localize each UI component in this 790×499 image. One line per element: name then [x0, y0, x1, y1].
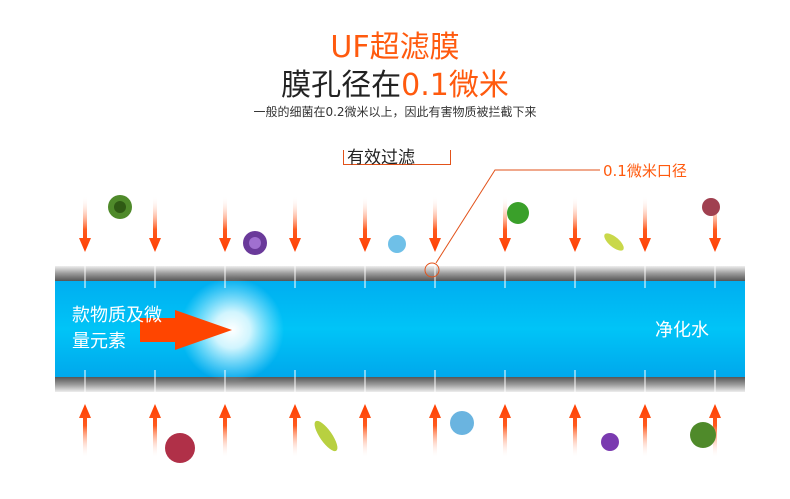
up-arrow	[429, 404, 441, 458]
down-arrow	[289, 196, 301, 252]
down-arrow	[709, 196, 721, 252]
description: 一般的细菌在0.2微米以上，因此有害物质被拦截下来	[253, 105, 537, 119]
label-bracket	[343, 150, 451, 165]
up-arrow	[639, 404, 651, 458]
down-arrow	[149, 196, 161, 252]
effective-filtration-label: 有效过滤	[347, 148, 415, 168]
up-arrow	[79, 404, 91, 458]
bacteria-icon	[507, 202, 529, 224]
virus-icon	[165, 433, 195, 463]
up-arrow	[499, 404, 511, 458]
virus-icon	[702, 198, 720, 216]
down-arrow	[359, 196, 371, 252]
pore-callout-label: 0.1微米口径	[603, 162, 687, 180]
heading-highlight: 0.1微米	[401, 68, 509, 103]
up-arrow	[289, 404, 301, 458]
virus-icon	[388, 235, 406, 253]
bacillus-icon	[314, 420, 338, 452]
inflow-arrow	[140, 310, 232, 350]
down-arrow	[219, 196, 231, 252]
virus-icon	[450, 411, 474, 435]
up-arrow	[569, 404, 581, 458]
pore-marker	[424, 262, 440, 278]
up-arrow	[149, 404, 161, 458]
input-label: 款物质及微量元素	[72, 305, 162, 352]
down-arrow	[639, 196, 651, 252]
membrane-bottom	[55, 377, 745, 392]
virus-icon	[601, 433, 619, 451]
up-arrow	[219, 404, 231, 458]
bacillus-icon	[604, 233, 624, 251]
down-arrow	[569, 196, 581, 252]
bacteria-icon	[690, 422, 716, 448]
pore-size-heading: 膜孔径在0.1微米	[0, 60, 790, 104]
down-arrow	[79, 196, 91, 252]
callout-line	[435, 169, 600, 264]
down-arrow	[429, 196, 441, 252]
virus-icon	[243, 231, 267, 255]
up-arrow	[359, 404, 371, 458]
main-title: UF超滤膜	[330, 30, 460, 65]
down-arrow	[499, 196, 511, 252]
microbes	[108, 195, 720, 463]
bacteria-icon	[108, 195, 132, 219]
output-label: 净化水	[655, 320, 709, 341]
membrane-top	[55, 266, 745, 281]
heading-prefix: 膜孔径在	[281, 68, 402, 103]
